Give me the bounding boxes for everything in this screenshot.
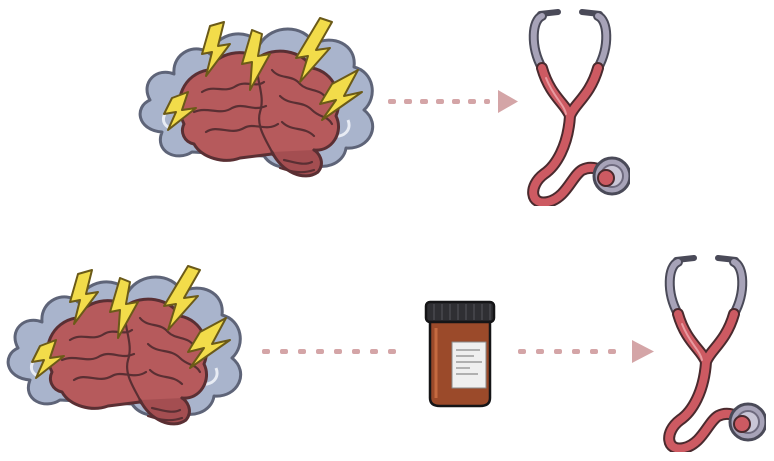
stethoscope-icon	[646, 252, 766, 452]
arrow-right	[262, 336, 412, 366]
pill-bottle-icon	[420, 298, 500, 408]
arrow-right	[386, 86, 518, 116]
storm-brain-icon	[132, 12, 382, 192]
row-top	[0, 0, 774, 230]
storm-brain-icon	[0, 260, 250, 440]
arrow-right	[516, 336, 656, 366]
row-bottom	[0, 230, 774, 461]
stethoscope-icon	[510, 6, 630, 206]
